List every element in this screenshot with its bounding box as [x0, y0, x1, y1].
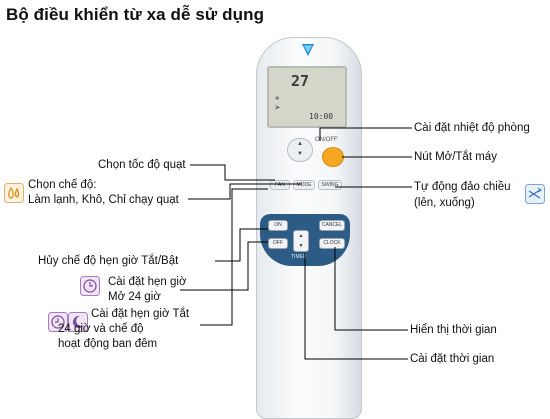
label-swing-line2: (lên, xuống): [414, 197, 475, 209]
label-swing-line1: Tự động đảo chiều: [414, 181, 511, 193]
off-timer-button[interactable]: OFF: [268, 238, 288, 249]
mode-drop-icon: [4, 183, 24, 203]
cancel-button[interactable]: CANCEL: [319, 220, 345, 231]
timer-label: TIMER: [291, 254, 307, 260]
lcd-screen: 27 ✲ ᗒ 10:00: [267, 66, 347, 128]
daikin-logo-icon: [302, 44, 314, 56]
onoff-label: ON/OFF: [315, 137, 338, 143]
screen-temp: 27: [291, 72, 310, 90]
off-timer-icon: [48, 312, 68, 332]
label-on-timer-line1: Cài đặt hẹn giờ: [108, 276, 187, 288]
swing-button[interactable]: SWING: [318, 180, 342, 190]
timer-down-icon: ▼: [298, 243, 304, 249]
screen-mode-icon: ✲: [275, 94, 280, 102]
label-time-set: Cài đặt thời gian: [410, 353, 495, 365]
label-power: Nút Mở/Tắt máy: [414, 151, 497, 163]
timer-adjust-button[interactable]: ▲ ▼: [293, 230, 309, 252]
label-off-timer-line1: Cài đặt hẹn giờ Tắt: [91, 308, 190, 320]
page-title: Bộ điều khiển từ xa dễ sử dụng: [6, 5, 265, 24]
night-mode-icon: [68, 312, 88, 332]
temperature-button[interactable]: ▲ ▼: [287, 138, 313, 162]
label-mode-line2: Làm lạnh, Khô, Chỉ chạy quạt: [28, 194, 179, 206]
label-mode-line1: Chọn chế độ:: [28, 179, 97, 191]
temp-down-icon: ▼: [297, 151, 303, 157]
label-time-display: Hiển thị thời gian: [410, 324, 497, 336]
label-on-timer-line2: Mở 24 giờ: [108, 291, 161, 303]
on-timer-icon: [80, 276, 100, 296]
on-timer-button[interactable]: ON: [268, 220, 288, 231]
label-temp-set: Cài đặt nhiệt độ phòng: [414, 122, 530, 134]
mode-button[interactable]: MODE: [293, 180, 315, 190]
label-timer-cancel: Hủy chế độ hẹn giờ Tắt/Bật: [38, 255, 179, 267]
timer-up-icon: ▲: [298, 233, 304, 239]
label-off-timer-line3: hoạt động ban đêm: [58, 338, 158, 350]
label-fan-speed: Chọn tốc độ quạt: [98, 159, 186, 171]
temp-up-icon: ▲: [297, 141, 303, 147]
clock-button[interactable]: CLOCK: [319, 238, 345, 249]
label-off-timer-line2: 24 giờ và chế độ: [58, 323, 144, 335]
swing-icon: [525, 184, 545, 204]
fan-button[interactable]: FAN: [270, 180, 290, 190]
screen-fan-icon: ᗒ: [275, 104, 281, 112]
screen-time: 10:00: [309, 112, 334, 121]
